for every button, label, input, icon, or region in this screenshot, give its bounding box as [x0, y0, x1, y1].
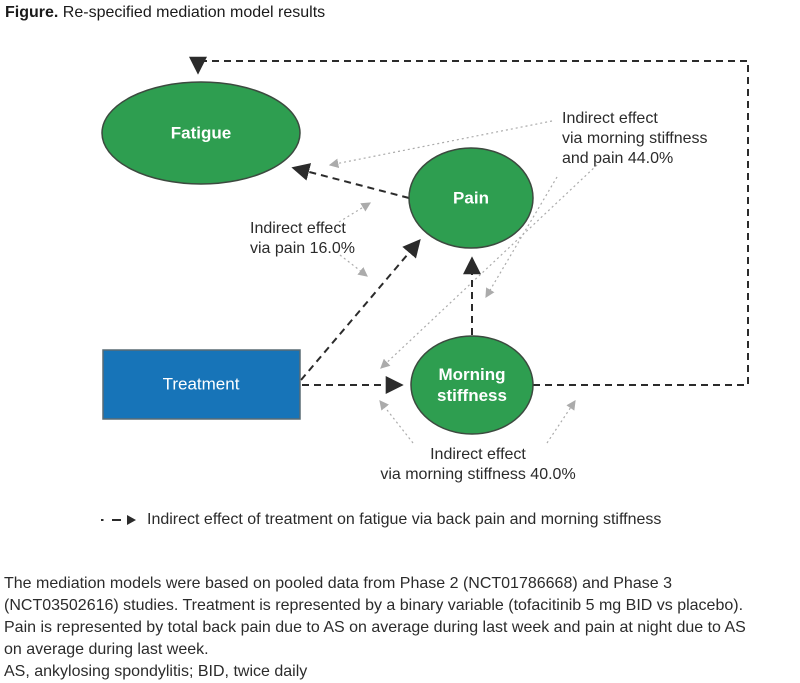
pain-node-label: Pain [453, 188, 489, 208]
leader-44pct-to-ms-pain-arrow [485, 176, 558, 299]
footnote-line: (NCT03502616) studies. Treatment is repr… [4, 597, 744, 614]
figure-footnote: The mediation models were based on poole… [4, 573, 800, 683]
footnote-line: Pain is represented by total back pain d… [4, 619, 746, 636]
arrow-treatment-to-pain [300, 238, 421, 381]
label-leader-lines [328, 120, 598, 444]
indirect-via-ms-pain-line2: via morning stiffness [562, 130, 708, 147]
footnote-line: AS, ankylosing spondylitis; BID, twice d… [4, 663, 308, 680]
arrow-ms-loop-to-fatigue [189, 56, 749, 386]
indirect-via-ms-line2: via morning stiffness 40.0% [380, 466, 576, 483]
fatigue-node-label: Fatigue [170, 123, 232, 143]
legend-text: Indirect effect of treatment on fatigue … [147, 511, 662, 528]
dashed-arrow-icon [101, 515, 136, 525]
footnote-line: The mediation models were based on poole… [4, 575, 672, 592]
morning-stiffness-node-label: Morning stiffness [437, 364, 507, 406]
legend: Indirect effect of treatment on fatigue … [100, 511, 661, 529]
figure-caption-text: Re-specified mediation model results [58, 4, 326, 21]
morning-stiffness-label-line1: Morning [438, 365, 506, 384]
treatment-node-label: Treatment [162, 374, 240, 394]
treatment-node [102, 349, 301, 420]
figure-caption: Figure. Re-specified mediation model res… [5, 4, 325, 22]
pain-node [408, 147, 534, 249]
indirect-effect-via-ms-label: Indirect effect via morning stiffness 40… [328, 445, 628, 485]
indirect-via-pain-line2: via pain 16.0% [250, 240, 355, 257]
indirect-effect-via-pain-label: Indirect effect via pain 16.0% [250, 219, 355, 259]
morning-stiffness-node [410, 335, 534, 435]
leader-40pct-to-ms-fatigue-arrow [546, 400, 576, 444]
footnote-line: on average during last week. [4, 641, 209, 658]
indirect-via-ms-pain-line1: Indirect effect [562, 110, 658, 127]
figure-caption-prefix: Figure. [5, 4, 59, 21]
indirect-via-ms-pain-line3: and pain 44.0% [562, 150, 674, 167]
mediation-model-diagram [101, 56, 749, 444]
fatigue-node [101, 81, 301, 185]
leader-16pct-to-pain-fatigue-arrow [338, 202, 372, 223]
arrow-pain-to-fatigue [291, 163, 410, 199]
model-nodes [101, 81, 534, 435]
indirect-via-ms-line1: Indirect effect [430, 446, 526, 463]
morning-stiffness-label-line2: stiffness [437, 386, 507, 405]
mediation-arrows [189, 56, 749, 394]
indirect-effect-via-ms-and-pain-label: Indirect effect via morning stiffness an… [562, 109, 708, 169]
leader-40pct-to-treatment-ms-arrow [379, 400, 414, 444]
leader-16pct-to-treatment-pain-arrow [339, 254, 368, 277]
indirect-via-pain-line1: Indirect effect [250, 220, 346, 237]
